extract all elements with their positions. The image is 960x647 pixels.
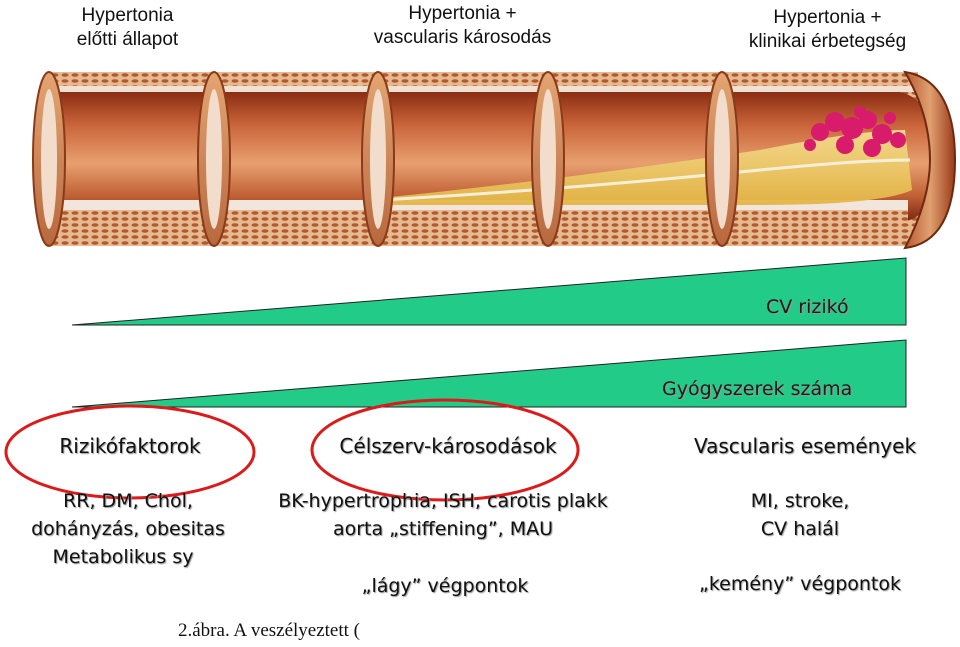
organ-damage-highlight	[310, 398, 580, 502]
cv-risk-label: CV rizikó	[766, 296, 849, 318]
figure-caption: 2.ábra. A veszélyeztett (	[178, 620, 361, 641]
highlight-ellipses	[4, 398, 580, 502]
detail-line: RR, DM, Chol,	[63, 490, 193, 512]
detail-line: aorta „stiffening”, MAU	[332, 518, 554, 540]
detail-line: CV halál	[760, 518, 840, 540]
stage-label-pre-hypertension: Hypertonia előtti állapot	[40, 4, 215, 52]
risk-wedges	[71, 257, 907, 408]
stage-label-line: előtti állapot	[76, 29, 179, 50]
vascular-events-details: MI, stroke, CV halál	[690, 487, 910, 543]
artery-illustration	[32, 70, 957, 250]
stage-label-line: Hypertonia	[81, 5, 174, 26]
detail-line: BK-hypertrophia, ISH, carotis plakk	[278, 490, 608, 512]
cv-risk-wedge	[71, 257, 907, 326]
stage-label-clinical-disease: Hypertonia + klinikai érbetegség	[700, 6, 955, 54]
risk-factors-highlight	[4, 404, 256, 500]
drug-count-label: Gyógyszerek száma	[662, 378, 853, 400]
soft-endpoints-label: „lágy” végpontok	[361, 575, 529, 597]
stage-label-line: vascularis károsodás	[373, 27, 552, 48]
drug-count-wedge	[71, 339, 907, 408]
hard-endpoints-label: „kemény” végpontok	[698, 573, 902, 595]
stage-label-vascular-damage: Hypertonia + vascularis károsodás	[330, 2, 595, 50]
risk-factors-details: RR, DM, Chol, dohányzás, obesitas Metabo…	[0, 487, 256, 571]
detail-line: dohányzás, obesitas	[31, 518, 225, 540]
vascular-events-title: Vascularis események	[693, 434, 917, 458]
organ-damage-title: Célszerv-károsodások	[339, 434, 557, 458]
detail-line: Metabolikus sy	[52, 546, 194, 568]
organ-damage-details: BK-hypertrophia, ISH, carotis plakk aort…	[228, 487, 658, 543]
stage-label-line: Hypertonia +	[773, 7, 882, 28]
risk-factors-title: Rizikófaktorok	[59, 434, 201, 458]
stage-label-line: klinikai érbetegség	[748, 31, 907, 52]
detail-line: MI, stroke,	[750, 490, 850, 512]
stage-label-line: Hypertonia +	[408, 3, 517, 24]
